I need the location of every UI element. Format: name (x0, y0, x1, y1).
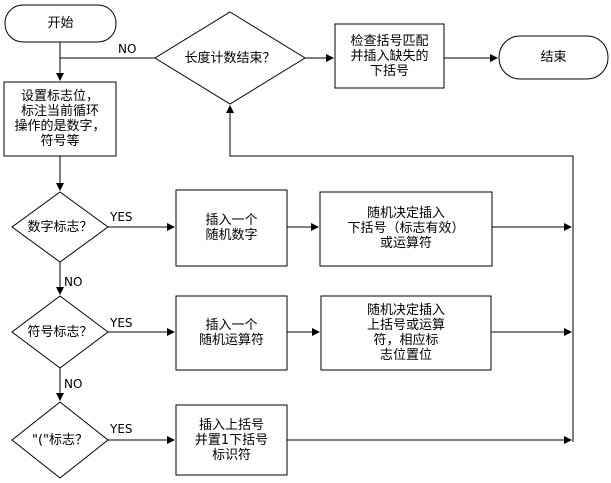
check-brackets-label: 检查括号匹配 并插入缺失的 下括号 (350, 34, 429, 79)
insert-number-label: 插入一个 随机数字 (205, 213, 258, 243)
check-brackets-process (334, 23, 445, 89)
edge-loop-back (226, 105, 574, 442)
edge-label-yes-3: YES (110, 422, 133, 436)
edge-label-yes-2: YES (110, 316, 133, 330)
edge-no-top (56, 57, 155, 81)
paren-flag-decision (11, 401, 109, 479)
end-terminal (498, 35, 609, 80)
decide-lower-bracket-label: 随机决定插入 下括号（标志有效） 或运算符 (347, 206, 465, 251)
edge-label-no-1: NO (64, 275, 83, 289)
paren-flag-label: "("标志？ (31, 433, 89, 448)
decide-upper-bracket-process (320, 295, 492, 371)
edge-label-no-2: NO (64, 377, 83, 391)
start-label: 开始 (47, 16, 74, 31)
length-check-label: 长度计数结束？ (184, 51, 276, 66)
set-flags-process (3, 81, 117, 157)
edge-label-yes-1: YES (110, 210, 133, 224)
decide-upper-bracket-label: 随机决定插入 上括号或运算 符，相应标 志位置位 (366, 303, 445, 363)
number-flag-label: 数字标志？ (27, 220, 93, 235)
end-label: 结束 (540, 50, 567, 65)
symbol-flag-label: 符号标志？ (27, 325, 93, 340)
insert-operator-process (175, 295, 288, 371)
insert-upper-bracket-label: 插入上括号 并置1下括号 标识符 (194, 418, 269, 463)
edge-label-no-top: NO (118, 42, 137, 56)
decide-lower-bracket-process (319, 191, 493, 267)
set-flags-label: 设置标志位， 标注当前循环 操作的是数字， 符号等 (14, 89, 106, 149)
insert-operator-label: 插入一个 随机运算符 (198, 318, 264, 348)
insert-number-process (175, 189, 288, 267)
insert-upper-bracket-process (175, 404, 288, 476)
length-check-decision (154, 11, 306, 105)
